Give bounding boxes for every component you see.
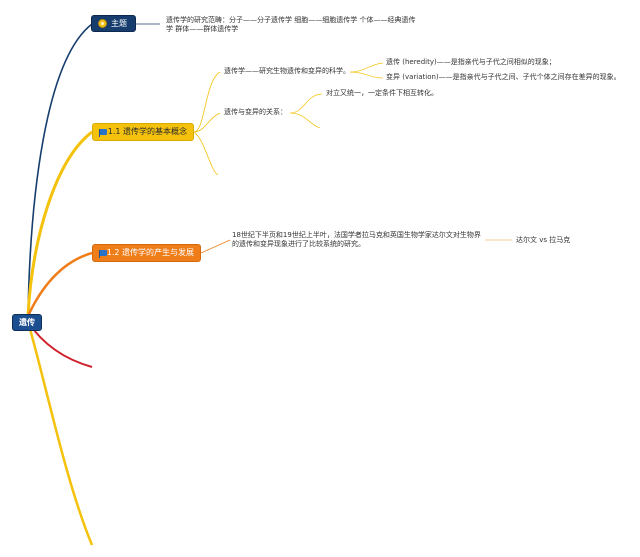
connector-history-detail (200, 239, 231, 254)
connector-history (26, 251, 93, 317)
concept-variation-label: 变异 (variation)——是指亲代与子代之间、子代个体之间存在差异的现象。 (386, 73, 621, 81)
concept-definition[interactable]: 遗传学——研究生物遗传和变异的科学。 (224, 67, 350, 76)
connector-main (27, 23, 93, 317)
topic-history[interactable]: 1.2 遗传学的产生与发展 (92, 244, 201, 262)
concept-relation-label: 遗传与变异的关系： (224, 108, 287, 116)
topic-main-label: 主题 (111, 18, 127, 28)
badge-icon (98, 19, 107, 28)
topic-main[interactable]: 主题 (91, 15, 136, 32)
flag-icon (99, 128, 107, 137)
connector-concept (26, 130, 93, 317)
concept-relation[interactable]: 遗传与变异的关系： (224, 108, 287, 117)
connector-definition-children (349, 62, 384, 79)
concept-definition-label: 遗传学——研究生物遗传和变异的科学。 (224, 67, 350, 75)
topic-concept-label: 1.1 遗传学的基本概念 (107, 127, 187, 136)
root-label: 遗传 (19, 317, 35, 327)
flag-icon (99, 249, 107, 258)
topic-history-label: 1.2 遗传学的产生与发展 (106, 248, 194, 257)
history-detail-label: 18世纪下半页和19世纪上半叶，法国学者拉马克和英国生物学家达尔文对生物界的遗传… (232, 231, 481, 248)
connector-relation-children (289, 93, 323, 129)
concept-unity-label: 对立又统一，一定条件下相互转化。 (326, 89, 438, 97)
topic-concept[interactable]: 1.1 遗传学的基本概念 (92, 123, 194, 141)
history-compare[interactable]: 达尔文 vs 拉马克 (516, 236, 570, 245)
connector-yellow-branch (26, 321, 94, 546)
concept-variation[interactable]: 变异 (variation)——是指亲代与子代之间、子代个体之间存在差异的现象。 (386, 73, 621, 82)
concept-heredity-label: 遗传 (heredity)——是指亲代与子代之间相似的现象； (386, 58, 556, 66)
concept-heredity[interactable]: 遗传 (heredity)——是指亲代与子代之间相似的现象； (386, 58, 556, 67)
history-detail-text[interactable]: 18世纪下半页和19世纪上半叶，法国学者拉马克和英国生物学家达尔文对生物界的遗传… (232, 231, 484, 249)
concept-unity[interactable]: 对立又统一，一定条件下相互转化。 (326, 89, 438, 98)
main-detail-text[interactable]: 遗传学的研究范畴：分子——分子遗传学 细胞——细胞遗传学 个体——经典遗传学 群… (166, 16, 416, 34)
main-detail-label: 遗传学的研究范畴：分子——分子遗传学 细胞——细胞遗传学 个体——经典遗传学 群… (166, 16, 416, 33)
history-compare-label: 达尔文 vs 拉马克 (516, 236, 571, 244)
root-topic[interactable]: 遗传 (12, 314, 42, 331)
connector-concept-children (193, 71, 221, 176)
